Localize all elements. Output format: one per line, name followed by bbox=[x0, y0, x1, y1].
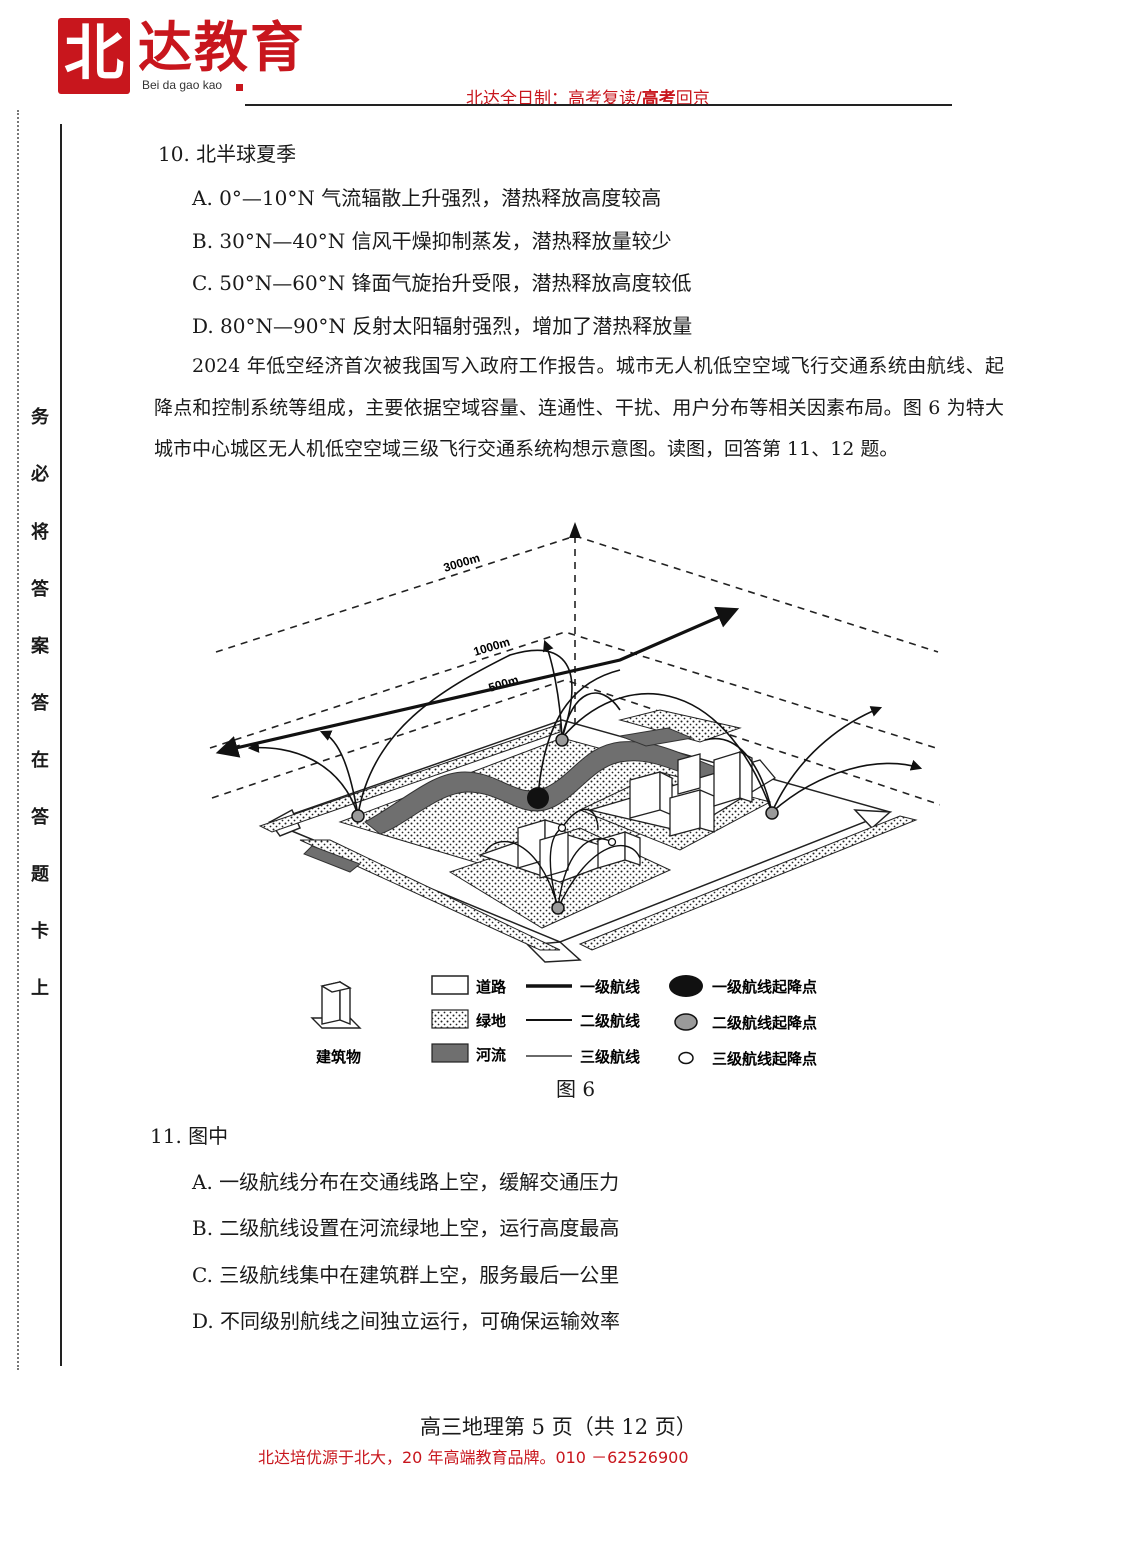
legend-river-label: 河流 bbox=[476, 1046, 506, 1064]
margin-char: 答 bbox=[31, 693, 49, 714]
legend-point1-icon bbox=[669, 975, 703, 997]
margin-char: 将 bbox=[31, 522, 49, 543]
slogan-part2: 回京 bbox=[675, 89, 710, 109]
legend-green-swatch bbox=[431, 1009, 469, 1029]
legend-road-label: 道路 bbox=[476, 978, 507, 996]
footer-advertisement: 北达培优源于北大，20 年高端教育品牌。010 －62526900 bbox=[258, 1448, 689, 1467]
secondary-landing-point bbox=[555, 733, 569, 747]
legend-green-label: 绿地 bbox=[476, 1012, 506, 1030]
margin-char: 必 bbox=[31, 464, 49, 485]
vertical-axis-arrow bbox=[569, 522, 581, 538]
q10-stem: 10. 北半球夏季 bbox=[158, 142, 297, 166]
tertiary-routes bbox=[484, 808, 641, 909]
q10-option-b: B. 30°N—40°N 信风干燥抑制蒸发，潜热释放量较少 bbox=[192, 229, 672, 253]
q10-option-d: D. 80°N—90°N 反射太阳辐射强烈，增加了潜热释放量 bbox=[192, 314, 693, 338]
primary-route bbox=[235, 606, 740, 750]
plane-500m bbox=[211, 679, 940, 806]
q11-option-c: C. 三级航线集中在建筑群上空，服务最后一公里 bbox=[192, 1263, 620, 1287]
margin-char: 答 bbox=[31, 579, 49, 600]
binding-dotted-line bbox=[17, 110, 19, 1370]
slogan-bold: 高考 bbox=[641, 89, 676, 109]
figure-caption: 图 6 bbox=[556, 1077, 596, 1101]
q11-option-b: B. 二级航线设置在河流绿地上空，运行高度最高 bbox=[192, 1216, 620, 1240]
margin-rule bbox=[60, 124, 62, 1366]
legend-building-label: 建筑物 bbox=[316, 1048, 361, 1066]
buildings bbox=[477, 750, 776, 883]
margin-char: 上 bbox=[31, 978, 49, 999]
logo-text: 达教育 bbox=[138, 15, 306, 79]
legend-building-icon bbox=[310, 980, 362, 1029]
secondary-landing-point bbox=[765, 806, 779, 820]
q11-stem: 11. 图中 bbox=[150, 1124, 229, 1148]
legend-route3-label: 三级航线 bbox=[580, 1048, 640, 1066]
legend-route2-label: 二级航线 bbox=[580, 1012, 640, 1030]
legend-route1-label: 一级航线 bbox=[580, 978, 640, 996]
q11-option-a: A. 一级航线分布在交通线路上空，缓解交通压力 bbox=[192, 1170, 620, 1194]
logo-dot bbox=[236, 84, 243, 91]
legend-point2-label: 二级航线起降点 bbox=[712, 1014, 817, 1032]
height-label-3000m: 3000m bbox=[442, 551, 482, 575]
secondary-routes bbox=[247, 639, 923, 816]
logo-mark bbox=[58, 18, 130, 94]
q11-option-d: D. 不同级别航线之间独立运行，可确保运输效率 bbox=[192, 1309, 621, 1333]
secondary-landing-point bbox=[551, 901, 565, 915]
legend-road-swatch bbox=[431, 975, 469, 995]
margin-char: 题 bbox=[31, 864, 49, 885]
legend-point1-label: 一级航线起降点 bbox=[712, 978, 817, 996]
landing-points bbox=[351, 733, 779, 915]
legend-river-swatch bbox=[431, 1043, 469, 1063]
margin-char: 案 bbox=[31, 636, 49, 657]
tertiary-landing-point bbox=[607, 837, 617, 847]
q10-option-c: C. 50°N—60°N 锋面气旋抬升受限，潜热释放高度较低 bbox=[192, 271, 692, 295]
margin-char: 卡 bbox=[31, 921, 49, 942]
logo-pinyin: Bei da gao kao bbox=[142, 78, 223, 92]
tertiary-landing-point bbox=[557, 823, 567, 833]
legend-point3-icon bbox=[678, 1051, 694, 1065]
figure-6-diagram: 3000m 1000m 500m bbox=[209, 522, 940, 1068]
height-label-1000m: 1000m bbox=[472, 635, 512, 659]
margin-char: 务 bbox=[31, 407, 49, 428]
logo-glyph: 北 bbox=[64, 19, 124, 89]
secondary-landing-point bbox=[351, 809, 365, 823]
primary-route-west bbox=[215, 736, 241, 758]
margin-char: 在 bbox=[31, 750, 49, 771]
river bbox=[303, 727, 732, 873]
passage: 2024 年低空经济首次被我国写入政府工作报告。城市无人机低空空域飞行交通系统由… bbox=[154, 355, 1004, 460]
page-number: 高三地理第 5 页（共 12 页） bbox=[420, 1415, 697, 1439]
header-rule bbox=[245, 104, 952, 106]
legend-point3-label: 三级航线起降点 bbox=[712, 1050, 817, 1068]
legend-point2-icon bbox=[674, 1013, 698, 1031]
primary-landing-point bbox=[527, 787, 549, 809]
slogan-part1: 北达全日制：高考复读/ bbox=[466, 89, 642, 109]
margin-char: 答 bbox=[31, 807, 49, 828]
plane-3000m bbox=[215, 535, 939, 653]
legend: 建筑物 道路 绿地 河流 一级航线 二级航线 三级航线 一级航线起降点 二级航线… bbox=[310, 975, 817, 1068]
q10-option-a: A. 0°—10°N 气流辐散上升强烈，潜热释放高度较高 bbox=[192, 186, 662, 210]
